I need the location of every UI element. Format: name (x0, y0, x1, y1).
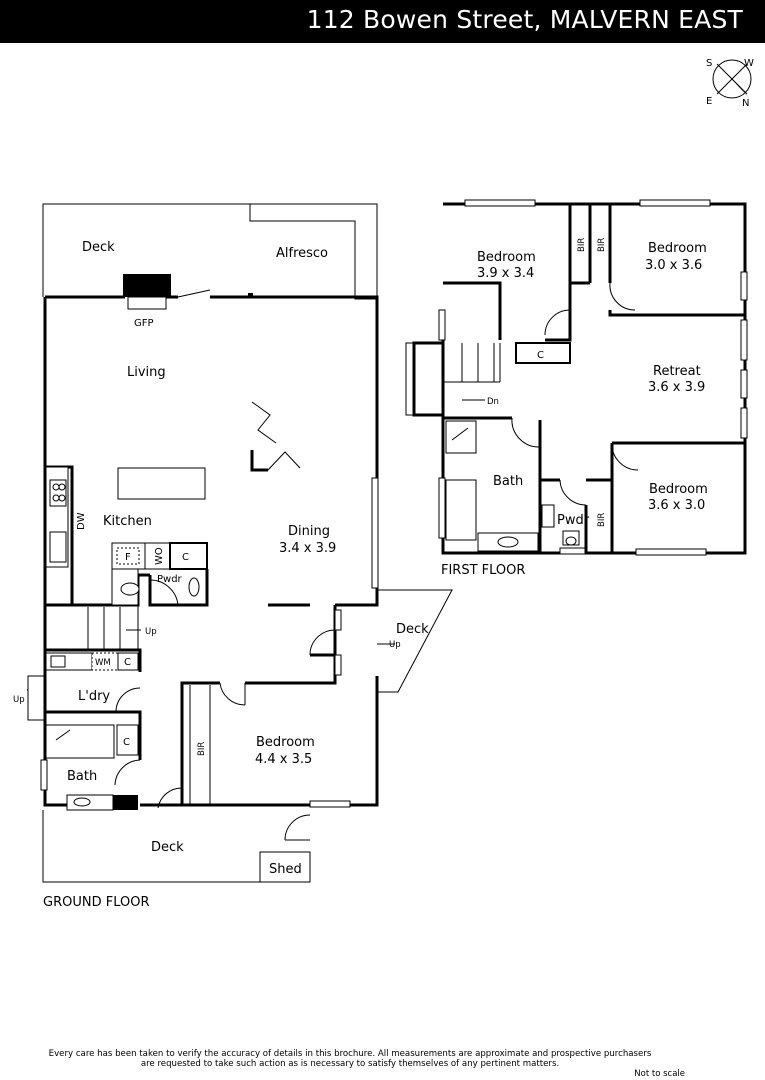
label-living: Living (127, 365, 166, 380)
label-dw: DW (76, 512, 87, 530)
label-deck-bottom: Deck (151, 840, 184, 855)
label-laundry: L'dry (78, 689, 110, 704)
label-up-deck: Up (389, 640, 401, 650)
label-dining: Dining (288, 524, 330, 539)
label-retreat: Retreat (653, 364, 701, 379)
ground-floor-plan: Deck Alfresco GFP Living Kitchen DW F WO… (13, 203, 453, 910)
label-pwdr-ground: Pwdr (157, 574, 183, 585)
label-bedroom-1-dim: 3.9 x 3.4 (477, 266, 534, 281)
label-up-stairs: Up (145, 627, 157, 637)
compass-n: N (742, 98, 749, 109)
label-retreat-dim: 3.6 x 3.9 (648, 380, 705, 395)
label-bir-2: BIR (597, 238, 607, 252)
disclaimer-line-1: Every care has been taken to verify the … (48, 1049, 652, 1059)
label-bedroom-2: Bedroom (648, 241, 707, 256)
property-address: 112 Bowen Street, MALVERN EAST (306, 5, 743, 34)
label-dn-stairs: Dn (487, 397, 499, 407)
label-bedroom-ground: Bedroom (256, 735, 315, 750)
label-kitchen: Kitchen (103, 514, 152, 529)
label-bir-3: BIR (597, 513, 607, 527)
label-pwdr-first: Pwdr (557, 513, 590, 528)
compass-e: E (706, 96, 712, 107)
label-deck-top: Deck (82, 240, 115, 255)
header-bar: 112 Bowen Street, MALVERN EAST (0, 0, 765, 43)
label-dining-dim: 3.4 x 3.9 (279, 541, 336, 556)
label-up-laundry: Up (13, 695, 25, 705)
label-bath-first: Bath (493, 474, 523, 489)
label-cupboard-first: C (537, 350, 544, 361)
label-alfresco: Alfresco (276, 246, 328, 261)
label-wo: WO (154, 547, 165, 565)
scale-note: Not to scale (634, 1069, 685, 1079)
compass-s: S (706, 58, 712, 69)
label-bath-ground: Bath (67, 769, 97, 784)
label-cupboard-laundry: C (124, 657, 131, 668)
label-bedroom-1: Bedroom (477, 250, 536, 265)
label-deck-side: Deck (396, 622, 429, 637)
label-bedroom-ground-dim: 4.4 x 3.5 (255, 752, 312, 767)
compass-icon: S W E N (706, 58, 754, 109)
disclaimer: Every care has been taken to verify the … (0, 1049, 700, 1069)
label-bedroom-3-dim: 3.6 x 3.0 (648, 498, 705, 513)
label-wm: WM (95, 658, 111, 668)
label-bedroom-3: Bedroom (649, 482, 708, 497)
label-ground-floor: GROUND FLOOR (43, 895, 149, 910)
label-bedroom-2-dim: 3.0 x 3.6 (645, 258, 702, 273)
label-cupboard-bath: C (123, 737, 130, 748)
disclaimer-line-2: are requested to take such action as is … (140, 1059, 560, 1069)
label-cupboard-kitchen: C (182, 552, 189, 563)
label-gfp: GFP (134, 318, 154, 329)
label-first-floor: FIRST FLOOR (441, 563, 525, 578)
first-floor-plan: Bedroom 3.9 x 3.4 BIR BIR Bedroom 3.0 x … (405, 199, 748, 578)
label-bir-ground: BIR (197, 742, 207, 756)
label-bir-1: BIR (577, 238, 587, 252)
label-fridge: F (125, 552, 131, 563)
label-shed: Shed (269, 862, 302, 877)
compass-w: W (744, 58, 754, 69)
